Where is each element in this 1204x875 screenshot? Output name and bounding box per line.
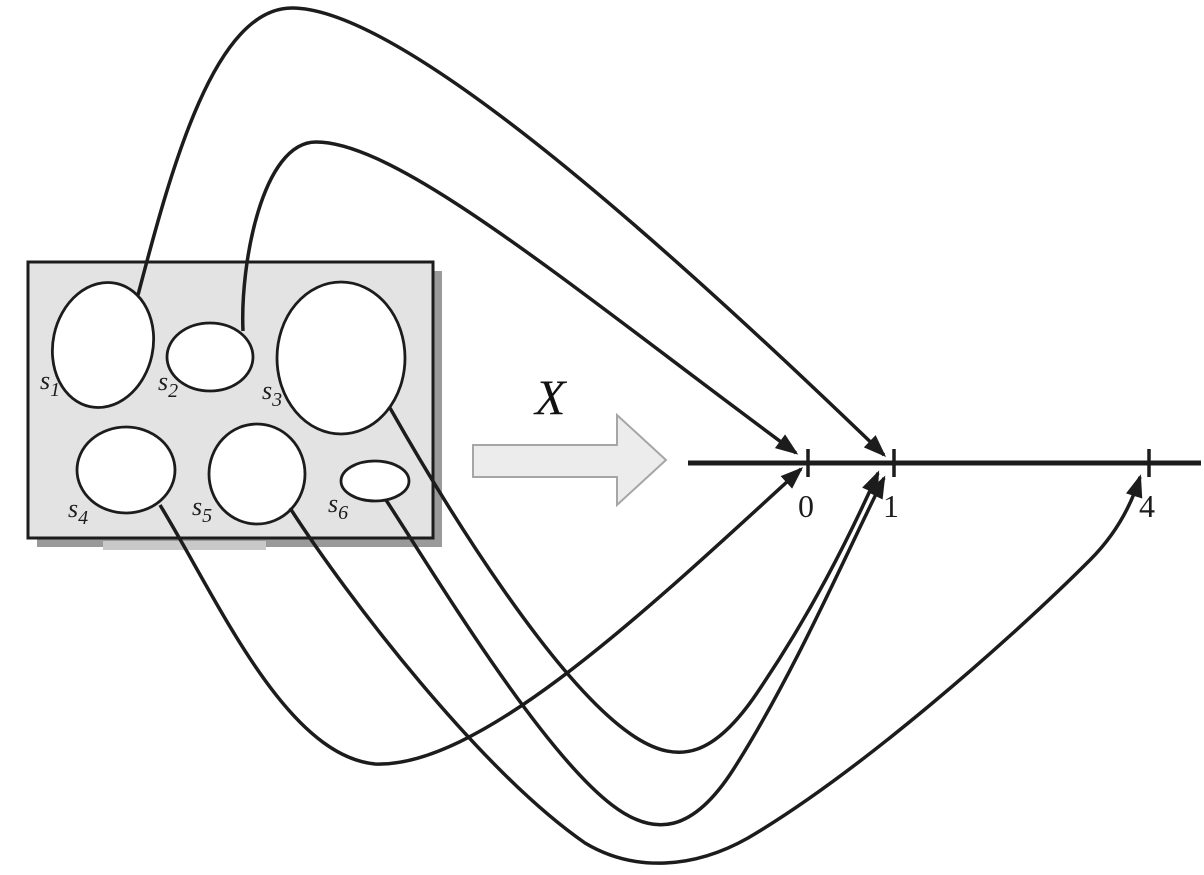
mapping-curve-s3-to-1 (388, 407, 880, 754)
sample-point-s4-region (75, 425, 177, 515)
map-function-label: X (533, 369, 568, 425)
sample-point-s2-label: s2 (158, 367, 178, 402)
sample-point-s5-region (207, 422, 307, 526)
sample-point-s4-label: s4 (68, 494, 88, 529)
sample-point-s2-region (165, 321, 255, 393)
mapping-curve-s1-to-1 (136, 6, 887, 457)
mapping-curve-s4-to-0 (158, 467, 804, 766)
sample-point-s5-label: s5 (192, 492, 212, 527)
sample-point-s3-region (275, 280, 407, 436)
mapping-curve-s5-to-4 (288, 474, 1143, 865)
mapping-curve-s6-to-1 (384, 475, 886, 827)
mapping-curve-s2-to-0 (240, 140, 799, 455)
sample-point-s6-region (339, 459, 411, 503)
sample-point-s6-label: s6 (328, 489, 348, 524)
tick-label-0: 0 (798, 488, 814, 524)
sample-point-s1-label: s1 (40, 366, 60, 401)
sample-point-s3-label: s3 (262, 376, 282, 411)
map-arrow (472, 412, 668, 508)
tick-label-4: 4 (1139, 488, 1155, 524)
tick-label-1: 1 (883, 488, 899, 524)
sample-point-s1-region (50, 281, 156, 409)
